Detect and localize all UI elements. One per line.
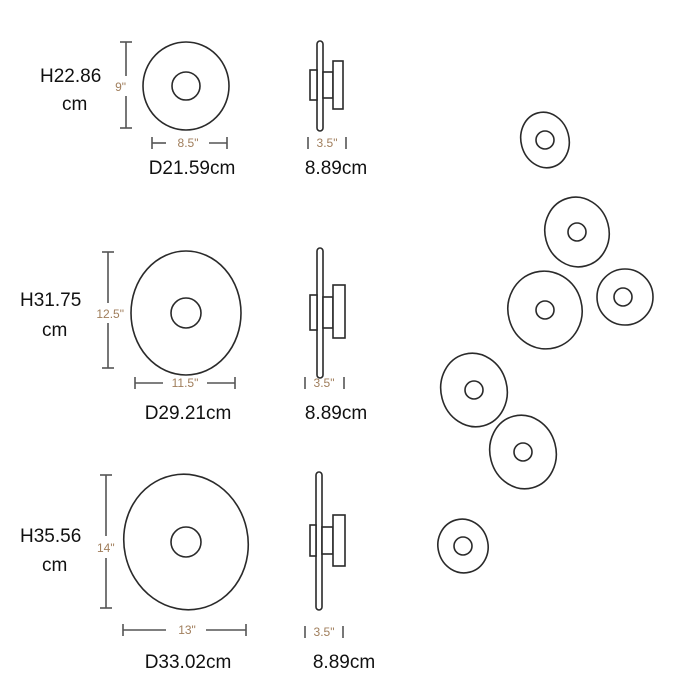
- height-cm-label: H22.86: [40, 66, 101, 87]
- width-inch-label: 13": [178, 623, 196, 637]
- cluster-lamp: [439, 352, 509, 428]
- depth-dimension-line: [307, 137, 347, 149]
- width-dimension-line: [134, 377, 236, 389]
- height-cm-label: H35.56: [20, 526, 81, 547]
- width-inch-label: 8.5": [178, 136, 199, 150]
- depth-dimension-line: [304, 626, 344, 638]
- height-inch-label: 9": [115, 80, 126, 94]
- depth-cm-label: 8.89cm: [305, 403, 367, 424]
- size-small: H22.86 cm 9" 8.5" D21.59cm 3.5" 8.89cm: [40, 40, 367, 179]
- size-medium: H31.75 cm 12.5" 11.5" D29.21cm 3.5" 8.89…: [20, 247, 367, 424]
- cluster-lamp: [519, 111, 571, 169]
- lamp-side-view: [309, 471, 346, 611]
- width-inch-label: 11.5": [172, 376, 199, 390]
- height-unit-label: cm: [42, 320, 67, 341]
- height-dimension-line: [120, 41, 132, 129]
- height-dimension-line: [102, 251, 114, 369]
- depth-inch-label: 3.5": [314, 376, 335, 390]
- lamp-side-view: [309, 40, 344, 132]
- cluster-lamp: [543, 196, 611, 268]
- lamp-center-disc: [171, 71, 201, 101]
- size-large: H35.56 cm 14" 13" D33.02cm 3.5" 8.89cm: [20, 471, 375, 673]
- cluster-lamp: [596, 268, 654, 326]
- arrangement-cluster: [437, 111, 654, 574]
- cluster-lamp: [507, 270, 583, 350]
- depth-cm-label: 8.89cm: [313, 652, 375, 673]
- depth-inch-label: 3.5": [317, 136, 338, 150]
- width-dimension-line: [151, 137, 228, 149]
- height-unit-label: cm: [62, 94, 87, 115]
- height-inch-label: 14": [97, 541, 115, 555]
- width-cm-label: D33.02cm: [145, 652, 232, 673]
- width-dimension-line: [122, 624, 247, 636]
- height-unit-label: cm: [42, 555, 67, 576]
- lamp-center-disc: [170, 297, 202, 329]
- depth-dimension-line: [304, 377, 345, 389]
- depth-cm-label: 8.89cm: [305, 158, 367, 179]
- lamp-center-disc: [170, 526, 202, 558]
- lamp-side-view: [309, 247, 346, 379]
- height-inch-label: 12.5": [96, 307, 124, 321]
- width-cm-label: D29.21cm: [145, 403, 232, 424]
- height-cm-label: H31.75: [20, 290, 81, 311]
- depth-inch-label: 3.5": [314, 625, 335, 639]
- height-dimension-line: [100, 474, 112, 609]
- cluster-lamp: [437, 518, 489, 574]
- width-cm-label: D21.59cm: [149, 158, 236, 179]
- cluster-lamp: [488, 414, 558, 490]
